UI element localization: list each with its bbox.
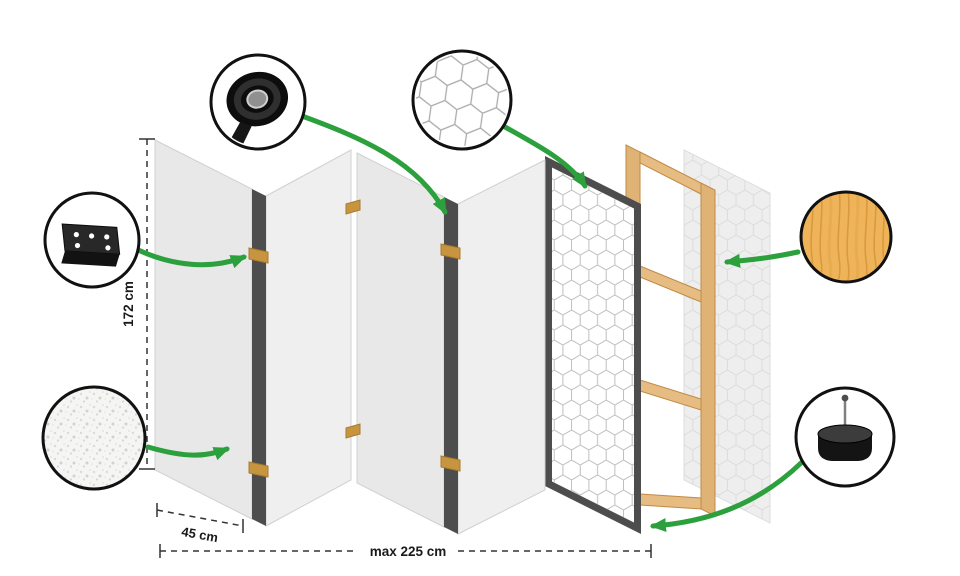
hinge-mark-5 <box>440 243 461 260</box>
callout-fleece <box>41 385 147 491</box>
callout-foot <box>794 386 896 488</box>
callout-ring <box>794 386 896 488</box>
arrow-tape-to-fold <box>299 113 448 215</box>
fleece-texture-icon <box>43 387 145 489</box>
hinge-bracket-icon <box>61 223 121 267</box>
frame-rung-1 <box>639 151 702 195</box>
screen-panel-5-patterned <box>545 156 641 534</box>
fold-edges <box>252 189 458 534</box>
callout-pattern <box>411 49 513 151</box>
height-dimension-label: 172 cm <box>121 281 136 327</box>
fold-edge-2 <box>444 197 458 534</box>
fleece-sheet-pattern <box>684 150 770 523</box>
screen-panel-3 <box>356 152 445 528</box>
callout-tape <box>209 53 307 151</box>
callout-ring <box>41 385 147 491</box>
arrow-foot-to-base <box>650 460 804 533</box>
total-width-dimension: max 225 cm <box>159 544 652 559</box>
hinge-mark-3 <box>345 199 361 215</box>
arrow-pattern-to-panel <box>502 124 588 189</box>
hinge-mark-4 <box>345 423 361 439</box>
screen-panel-4 <box>457 159 546 535</box>
arrow-fleece-to-panel <box>145 444 230 461</box>
hinge-marks <box>248 199 461 478</box>
foot-glide-icon <box>817 394 873 461</box>
fleece-layer <box>683 149 771 524</box>
callout-ring <box>43 191 141 289</box>
pattern-panel-texture <box>552 167 634 523</box>
panel-width-line <box>156 509 244 527</box>
total-width-label: max 225 cm <box>370 544 447 559</box>
hinge-mark-1 <box>248 247 269 264</box>
callout-circle <box>801 192 891 282</box>
callout-ring <box>799 190 893 284</box>
callout-ring <box>411 49 513 151</box>
screen-panel-2 <box>265 149 352 527</box>
height-dimension: 172 cm <box>121 138 155 470</box>
screen-panel-1 <box>154 139 253 520</box>
callout-arrows <box>133 113 804 533</box>
frame-rung-4 <box>639 493 702 510</box>
hinge-mark-2 <box>248 461 269 478</box>
callout-ring <box>209 53 307 151</box>
hinge-mark-6 <box>440 455 461 472</box>
folding-screen <box>154 139 546 535</box>
pattern-texture-icon <box>416 54 508 146</box>
frame-rail-right <box>700 182 716 517</box>
arrow-wood-to-frame <box>724 249 801 268</box>
fold-edge-1 <box>252 189 266 526</box>
tape-roll-icon <box>226 71 289 146</box>
panel-width-label: 45 cm <box>180 524 219 545</box>
arrow-hinge-to-fold <box>133 246 247 269</box>
panel-width-dimension: 45 cm <box>156 503 244 545</box>
callout-hinge <box>43 191 141 289</box>
callout-wood <box>799 190 893 284</box>
